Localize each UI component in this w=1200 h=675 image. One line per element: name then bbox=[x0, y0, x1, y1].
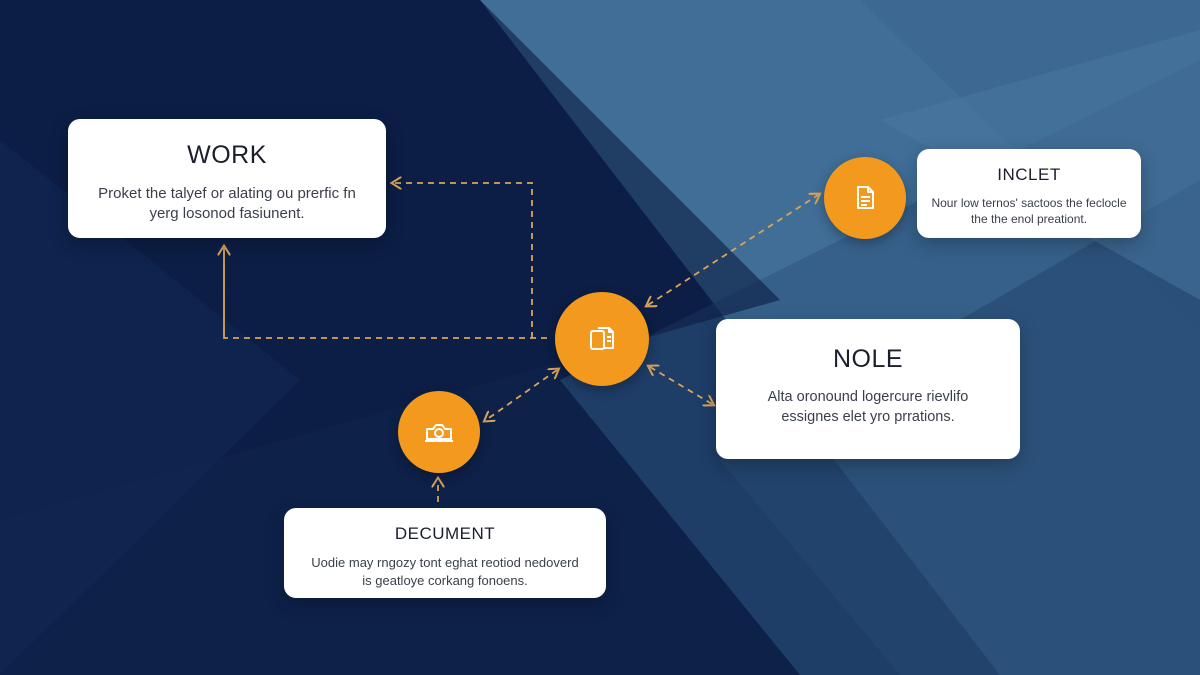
node-decument bbox=[398, 391, 480, 473]
card-decument: DECUMENT Uodie may rngozy tont eghat reo… bbox=[284, 508, 606, 598]
card-work-title: WORK bbox=[187, 141, 267, 169]
card-inclet-title: INCLET bbox=[997, 165, 1061, 184]
card-inclet-desc: Nour low ternos' sactoos the feclocle th… bbox=[931, 196, 1127, 227]
card-nole: NOLE Alta oronound logercure rievlifo es… bbox=[716, 319, 1020, 459]
document-icon bbox=[857, 186, 874, 209]
connector-center-inclet bbox=[648, 195, 818, 305]
card-decument-desc: Uodie may rngozy tont eghat reotiod nedo… bbox=[311, 555, 579, 588]
connector-work-top bbox=[394, 183, 533, 338]
card-work: WORK Proket the talyef or alating ou pre… bbox=[68, 119, 386, 238]
card-work-desc: Proket the talyef or alating ou prerfic … bbox=[98, 185, 356, 223]
node-inclet bbox=[824, 157, 906, 239]
card-inclet: INCLET Nour low ternos' sactoos the fecl… bbox=[917, 149, 1141, 238]
connector-center-decument bbox=[486, 370, 557, 420]
card-nole-desc: Alta oronound logercure rievlifo essigne… bbox=[767, 389, 969, 425]
documents-icon bbox=[590, 327, 614, 350]
card-decument-title: DECUMENT bbox=[394, 524, 496, 543]
card-nole-title: NOLE bbox=[832, 345, 904, 373]
connector-center-nole bbox=[650, 367, 712, 404]
camera-icon bbox=[425, 424, 453, 442]
node-center bbox=[555, 292, 649, 386]
connector-work-loop bbox=[223, 248, 548, 339]
